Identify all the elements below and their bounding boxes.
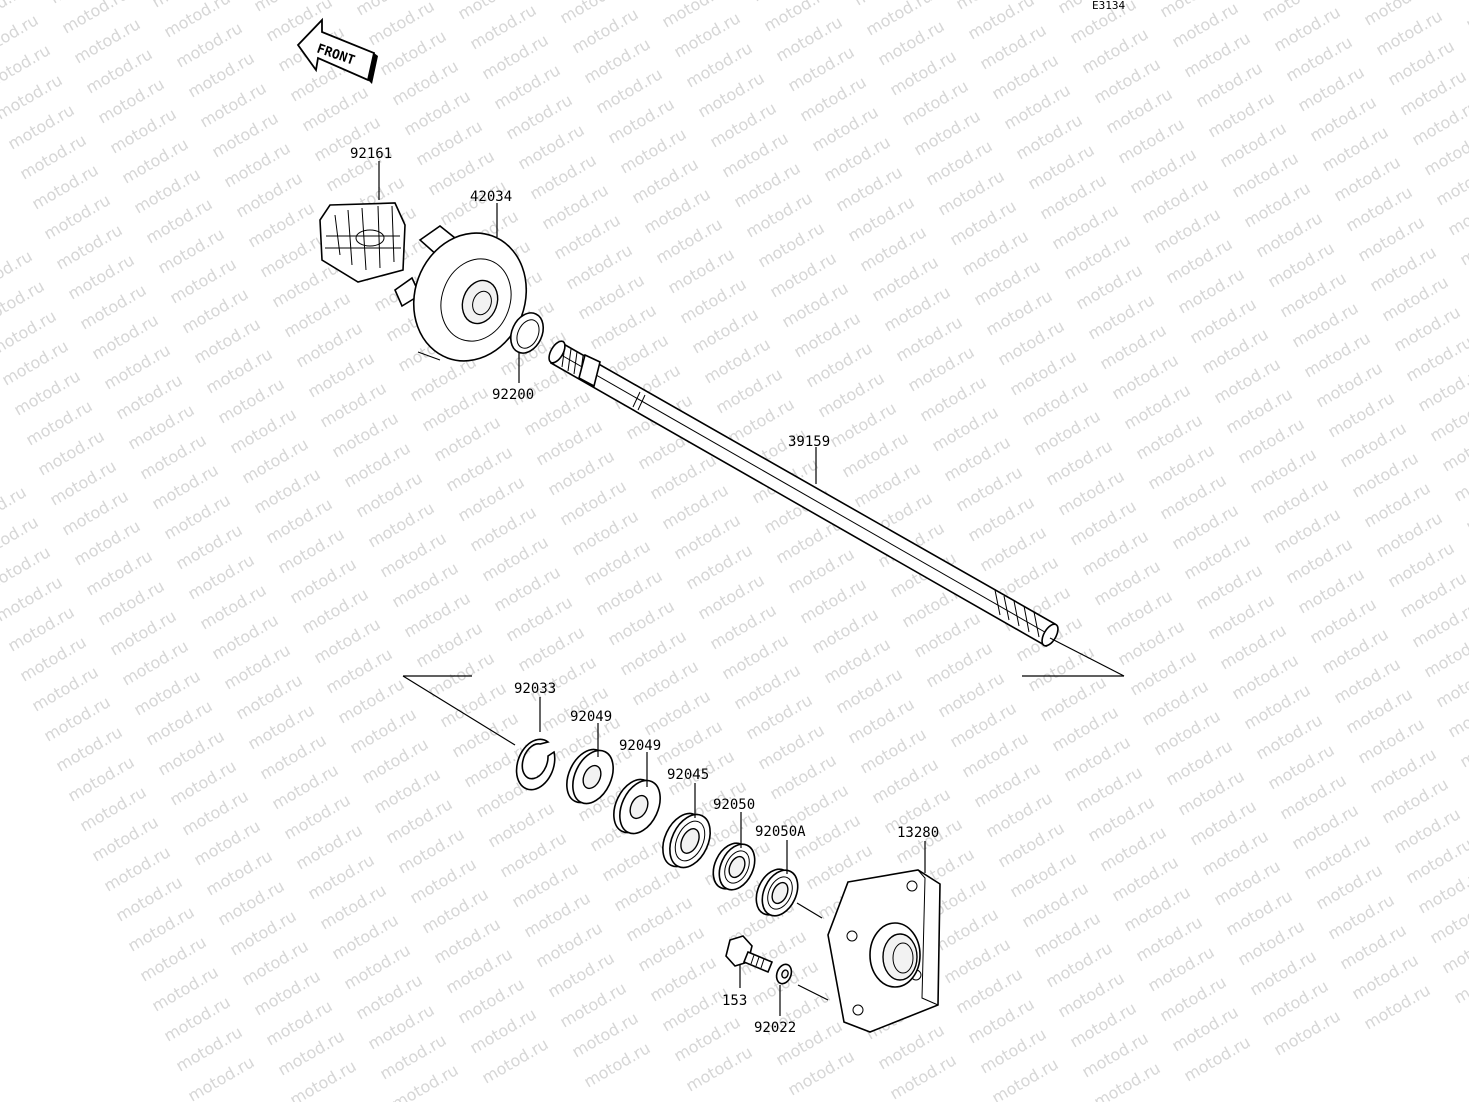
watermark-text: motod.ru <box>1463 0 1469 33</box>
label-39159: 39159 <box>788 434 830 450</box>
part-42034-coupling <box>394 225 528 362</box>
part-39159-drive-shaft <box>548 340 1059 648</box>
front-arrow-icon: FRONT <box>296 17 378 84</box>
label-42034: 42034 <box>470 189 512 205</box>
part-92050a-oil-seal <box>755 868 799 917</box>
label-92161: 92161 <box>350 146 392 162</box>
part-153-bolt <box>725 935 774 974</box>
label-92049-a: 92049 <box>570 709 612 725</box>
label-92049-b: 92049 <box>619 738 661 754</box>
label-92200: 92200 <box>492 387 534 403</box>
part-92161-damper <box>319 202 406 283</box>
part-13280-housing-plate <box>827 869 941 1033</box>
part-92049-oil-seal-b <box>613 778 661 835</box>
label-92050a: 92050A <box>755 824 806 840</box>
part-92050-oil-seal <box>712 842 756 891</box>
part-labels: 92161 42034 92200 39159 92033 92049 9204… <box>350 146 939 1036</box>
label-92045: 92045 <box>667 767 709 783</box>
leader-lines <box>378 161 926 1016</box>
section-bracket <box>402 637 1125 746</box>
label-92033: 92033 <box>514 681 556 697</box>
part-92045-ball-bearing <box>662 812 711 869</box>
part-92049-oil-seal-a <box>566 748 614 805</box>
label-153: 153 <box>722 993 747 1009</box>
watermark-text: motod.ru <box>1451 0 1469 3</box>
label-13280: 13280 <box>897 825 939 841</box>
part-92022-washer <box>775 963 793 985</box>
label-92050: 92050 <box>713 797 755 813</box>
diagram-code: E3134 <box>1092 0 1125 12</box>
part-92033-circlip <box>515 738 556 791</box>
part-92200-washer <box>509 312 545 354</box>
label-92022: 92022 <box>754 1020 796 1036</box>
